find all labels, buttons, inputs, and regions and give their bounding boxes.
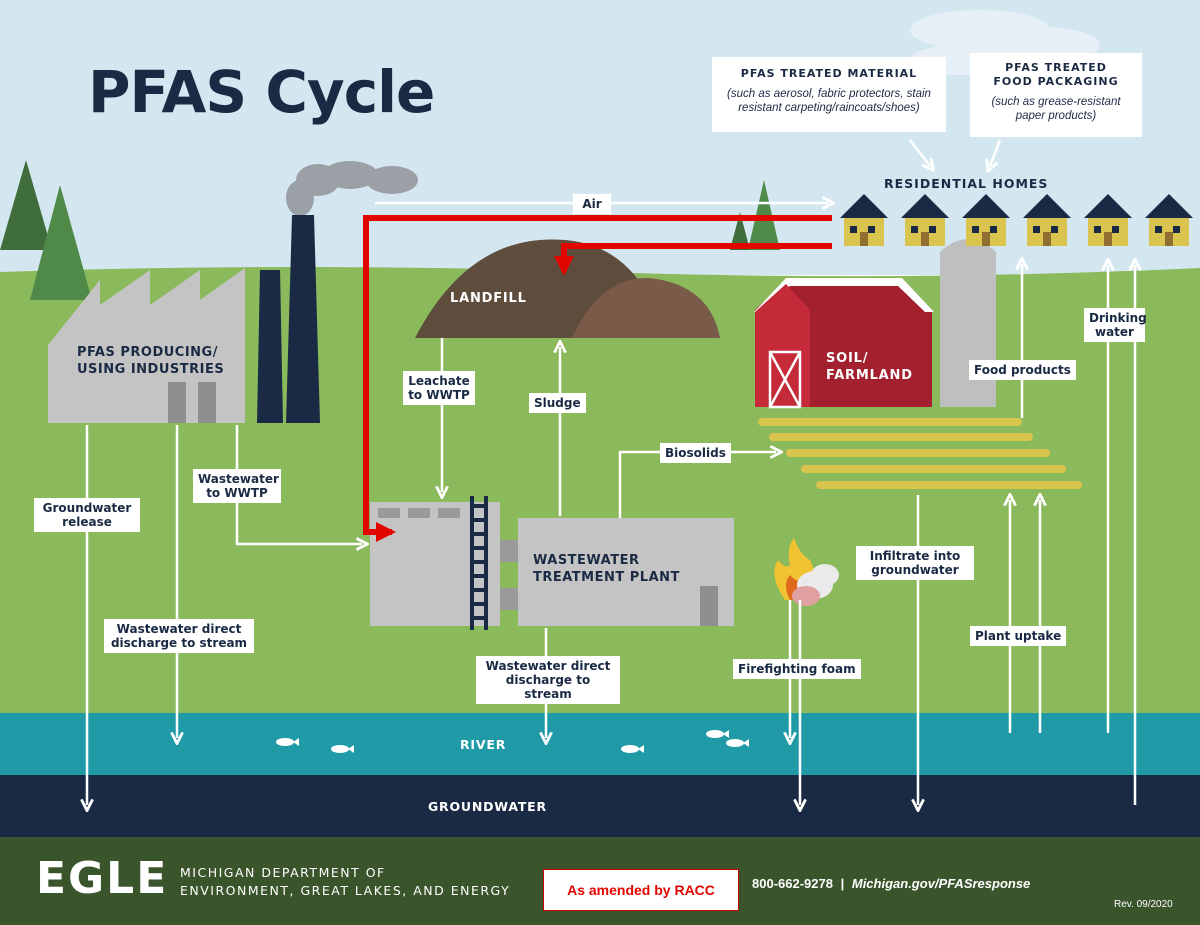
river-label: RIVER	[460, 737, 507, 752]
revision-date: Rev. 09/2020	[1114, 899, 1173, 910]
smoke	[286, 161, 418, 216]
phone-number: 800-662-9278	[752, 876, 833, 891]
wwtp-label: WASTEWATER TREATMENT PLANT	[533, 553, 680, 585]
pfas-packaging-title: PFAS TREATED FOOD PACKAGING	[993, 61, 1119, 88]
sludge-label: Sludge	[529, 393, 586, 413]
pfas-material-subtitle: (such as aerosol, fabric protectors, sta…	[727, 88, 931, 114]
racc-red-arrows	[363, 215, 832, 542]
page-title: PFAS Cycle	[88, 58, 435, 126]
farm-rows	[758, 418, 1082, 489]
groundwater-label: GROUNDWATER	[428, 799, 547, 814]
contact-info: 800-662-9278 | Michigan.gov/PFASresponse	[752, 876, 1030, 891]
plant-uptake-label: Plant uptake	[970, 626, 1067, 646]
pfas-material-card: PFAS TREATED MATERIAL (such as aerosol, …	[712, 57, 946, 132]
silo	[940, 239, 996, 407]
website-link[interactable]: Michigan.gov/PFASresponse	[851, 876, 1031, 891]
contact-separator: |	[840, 876, 845, 891]
river-band	[0, 713, 1200, 775]
landfill-mounds	[415, 239, 720, 338]
department-line-2: ENVIRONMENT, GREAT LAKES, AND ENERGY	[180, 883, 511, 898]
department-name: MICHIGAN DEPARTMENT OF ENVIRONMENT, GREA…	[180, 864, 510, 900]
groundwater-band	[0, 775, 1200, 837]
residential-homes-label: RESIDENTIAL HOMES	[884, 176, 1049, 191]
egle-logo: EGLE	[36, 853, 169, 904]
drinking-water-label: Drinking water	[1084, 308, 1147, 342]
flow-arrows	[87, 139, 1135, 805]
amended-by-racc-badge: As amended by RACC	[543, 869, 739, 911]
infiltrate-label: Infiltrate into groundwater	[856, 546, 974, 580]
firefighting-foam-label: Firefighting foam	[733, 659, 861, 679]
food-products-label: Food products	[969, 360, 1076, 380]
leachate-label: Leachate to WWTP	[403, 371, 475, 405]
industries-label: PFAS PRODUCING/ USING INDUSTRIES	[77, 345, 225, 377]
wastewater-direct-discharge-label-1: Wastewater direct discharge to stream	[104, 619, 254, 653]
groundwater-release-label: Groundwater release	[34, 498, 140, 532]
wastewater-to-wwtp-label: Wastewater to WWTP	[193, 469, 281, 503]
landfill-label: LANDFILL	[450, 291, 527, 306]
barn	[754, 278, 934, 409]
pfas-packaging-card: PFAS TREATED FOOD PACKAGING (such as gre…	[970, 53, 1142, 137]
air-label: Air	[573, 194, 611, 214]
fish	[276, 730, 749, 753]
treatment-plant	[370, 496, 734, 630]
biosolids-label: Biosolids	[660, 443, 731, 463]
pfas-packaging-subtitle: (such as grease-resistant paper products…	[991, 96, 1121, 122]
factory	[48, 215, 320, 423]
farm-label: SOIL/ FARMLAND	[826, 351, 913, 383]
department-line-1: MICHIGAN DEPARTMENT OF	[180, 865, 386, 880]
residential-houses	[840, 194, 1193, 246]
pfas-material-title: PFAS TREATED MATERIAL	[740, 67, 918, 80]
wastewater-direct-discharge-label-2: Wastewater direct discharge to stream	[476, 656, 620, 704]
